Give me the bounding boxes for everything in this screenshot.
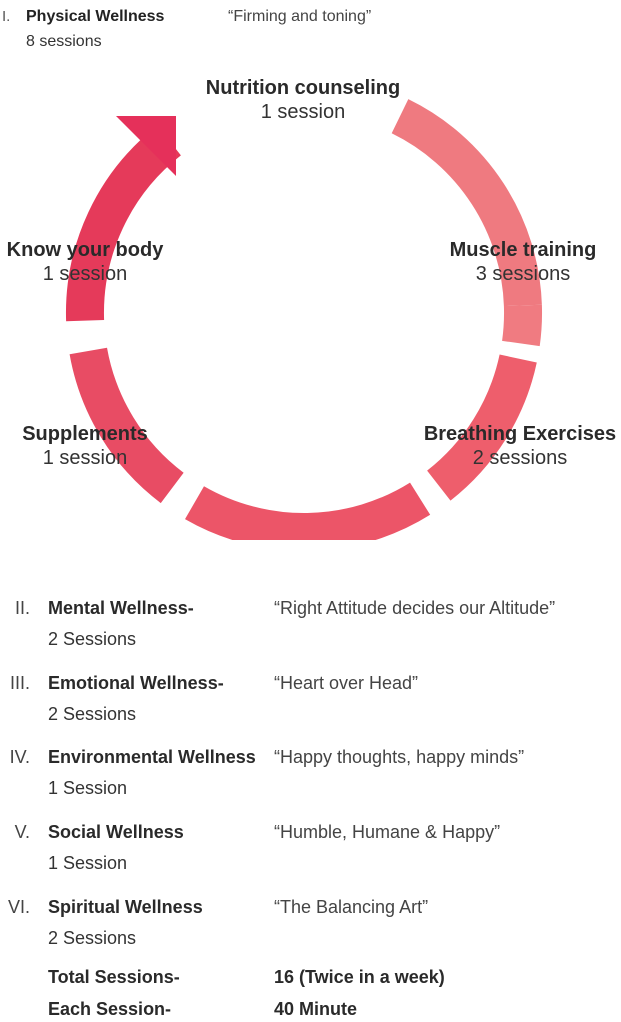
item-quote: “Heart over Head”: [274, 673, 419, 693]
item-name: Spiritual Wellness: [48, 897, 203, 917]
item-number: IV.: [9, 747, 30, 767]
step-name: Supplements: [22, 423, 148, 445]
item-quote: “The Balancing Art”: [274, 897, 429, 917]
section-number: I.: [2, 8, 11, 25]
item-sessions: 1 Session: [48, 853, 128, 873]
section-title: Physical Wellness: [26, 8, 165, 25]
cycle-segment-nutrition-to-muscle: [391, 99, 542, 307]
item-number: III.: [9, 673, 30, 693]
item-name: Emotional Wellness-: [48, 673, 224, 693]
item-quote: “Right Attitude decides our Altitude”: [274, 598, 556, 618]
item-number: VI.: [7, 897, 30, 917]
step-nutrition-counseling: Nutrition counseling 1 session: [188, 76, 418, 124]
item-sessions: 2 Sessions: [48, 629, 137, 649]
step-sessions: 1 session: [260, 101, 346, 123]
item-name: Mental Wellness-: [48, 598, 194, 618]
item-sessions: 1 Session: [48, 778, 128, 798]
step-muscle-training: Muscle training 3 sessions: [440, 238, 606, 286]
total-sessions-label: Total Sessions-: [48, 967, 180, 987]
step-breathing-exercises: Breathing Exercises 2 sessions: [420, 422, 620, 470]
step-name: Muscle training: [449, 239, 597, 261]
section-sessions: 8 sessions: [26, 33, 102, 50]
step-sessions: 2 sessions: [472, 447, 568, 469]
step-name: Know your body: [6, 239, 164, 261]
cycle-segment-muscle-training: [502, 304, 543, 347]
cycle-segment-know-your-body: [66, 125, 182, 322]
cycle-segment-bottom: [185, 482, 431, 540]
item-name: Environmental Wellness: [48, 747, 256, 767]
total-sessions-value: 16 (Twice in a week): [274, 967, 445, 987]
step-sessions: 1 session: [42, 263, 128, 285]
cycle-segment-supplements: [69, 347, 184, 504]
item-sessions: 2 Sessions: [48, 704, 137, 724]
session-duration-label: Each Session-: [48, 999, 172, 1019]
step-name: Breathing Exercises: [423, 423, 617, 445]
section-quote: “Firming and toning”: [228, 8, 372, 25]
cycle-arrow-head: [116, 116, 176, 176]
item-name: Social Wellness: [48, 822, 184, 842]
item-sessions: 2 Sessions: [48, 928, 137, 948]
cycle-segment-breathing: [426, 354, 537, 501]
step-supplements: Supplements 1 session: [10, 422, 160, 470]
step-name: Nutrition counseling: [205, 77, 401, 99]
step-sessions: 1 session: [42, 447, 128, 469]
step-know-your-body: Know your body 1 session: [2, 238, 168, 286]
cycle-diagram: [66, 99, 543, 540]
item-quote: “Happy thoughts, happy minds”: [274, 747, 525, 767]
item-number: II.: [14, 598, 30, 618]
item-quote: “Humble, Humane & Happy”: [274, 822, 501, 842]
step-sessions: 3 sessions: [475, 263, 571, 285]
session-duration-value: 40 Minute: [274, 999, 358, 1019]
item-number: V.: [14, 822, 30, 842]
